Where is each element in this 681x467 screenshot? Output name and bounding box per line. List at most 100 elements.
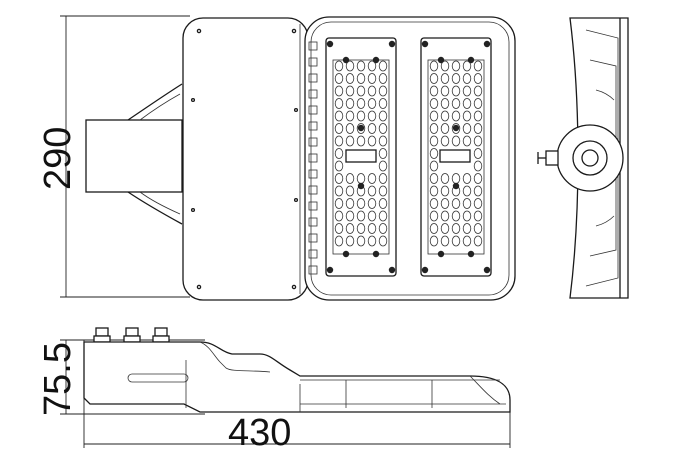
- led-lens: [440, 198, 450, 209]
- led-lens: [334, 73, 344, 84]
- led-lens: [462, 198, 472, 209]
- mounting-bolts: [93, 327, 170, 343]
- led-lens: [440, 210, 450, 222]
- led-lens: [429, 110, 439, 122]
- led-lens: [462, 123, 472, 134]
- housing-screws: [190, 28, 299, 290]
- led-lens: [378, 73, 388, 84]
- led-lens: [378, 198, 388, 209]
- led-lens: [345, 135, 355, 147]
- led-lens: [345, 123, 355, 134]
- led-lens: [356, 98, 366, 109]
- led-lens: [345, 110, 355, 122]
- led-module-right: [420, 37, 492, 277]
- led-lens: [356, 135, 366, 147]
- led-lens: [473, 235, 483, 247]
- led-lens: [367, 135, 377, 147]
- led-lens: [429, 185, 439, 197]
- led-lens: [473, 185, 483, 197]
- led-lens: [462, 98, 472, 109]
- led-lens: [440, 123, 450, 134]
- led-lens: [378, 85, 388, 97]
- led-lens: [356, 73, 366, 84]
- led-lens: [429, 73, 439, 84]
- led-lens: [451, 60, 461, 72]
- led-lens: [473, 135, 483, 147]
- led-lens: [334, 148, 344, 159]
- led-lens: [462, 85, 472, 97]
- led-module-left: [325, 37, 397, 277]
- led-lens: [356, 223, 366, 234]
- led-lens: [334, 160, 344, 172]
- led-lens: [440, 173, 450, 184]
- led-lens: [367, 60, 377, 72]
- bolt-head: [154, 327, 168, 337]
- led-lens: [440, 85, 450, 97]
- led-lens: [440, 135, 450, 147]
- led-lens: [462, 60, 472, 72]
- heat-fin: [308, 121, 318, 131]
- led-lens: [462, 185, 472, 197]
- led-lens: [440, 73, 450, 84]
- led-lens: [334, 123, 344, 134]
- module-screw: [372, 56, 380, 64]
- led-lens: [473, 173, 483, 184]
- led-lens: [462, 135, 472, 147]
- led-lens: [345, 60, 355, 72]
- led-lens: [429, 123, 439, 134]
- heat-fin: [308, 57, 318, 67]
- dimension-depth: 75.5: [37, 339, 205, 416]
- led-lens: [367, 110, 377, 122]
- led-lens: [451, 85, 461, 97]
- led-lens: [356, 123, 366, 134]
- led-lens: [473, 123, 483, 134]
- led-lens: [462, 173, 472, 184]
- heat-fin: [308, 185, 318, 195]
- led-lens: [334, 110, 344, 122]
- led-lens: [462, 210, 472, 222]
- end-view: [537, 17, 629, 299]
- height-label: 290: [37, 127, 79, 190]
- heat-fin: [308, 249, 318, 259]
- led-lens: [451, 98, 461, 109]
- led-lens: [378, 210, 388, 222]
- module-screw: [372, 250, 380, 258]
- led-lens: [356, 198, 366, 209]
- heat-fin: [308, 265, 318, 275]
- led-lens: [356, 210, 366, 222]
- heat-fin: [308, 201, 318, 211]
- driver-housing: [182, 17, 309, 301]
- led-lens: [378, 160, 388, 172]
- module-screws-right: [421, 40, 491, 274]
- led-lens: [451, 73, 461, 84]
- led-lens: [367, 98, 377, 109]
- module-screw: [452, 182, 460, 190]
- led-lens: [367, 210, 377, 222]
- led-lens: [334, 85, 344, 97]
- led-lens: [451, 210, 461, 222]
- led-lens: [462, 235, 472, 247]
- led-lens: [451, 135, 461, 147]
- lens-grid-right: [429, 60, 483, 247]
- heat-fin: [308, 153, 318, 163]
- led-lens: [378, 98, 388, 109]
- led-lens: [378, 123, 388, 134]
- module-screw: [388, 266, 396, 274]
- led-lens: [429, 148, 439, 159]
- led-lens: [429, 198, 439, 209]
- led-lens: [378, 185, 388, 197]
- led-lens: [429, 85, 439, 97]
- led-lens: [462, 73, 472, 84]
- led-lens: [334, 210, 344, 222]
- module-screw: [342, 250, 350, 258]
- led-lens: [473, 160, 483, 172]
- module-screw: [421, 266, 429, 274]
- led-lens: [473, 148, 483, 159]
- module-screw: [483, 40, 491, 48]
- module-screw: [437, 250, 445, 258]
- heat-fin: [308, 169, 318, 179]
- mounting-arm: [85, 83, 183, 225]
- heat-fin: [308, 105, 318, 115]
- heat-fin: [308, 217, 318, 227]
